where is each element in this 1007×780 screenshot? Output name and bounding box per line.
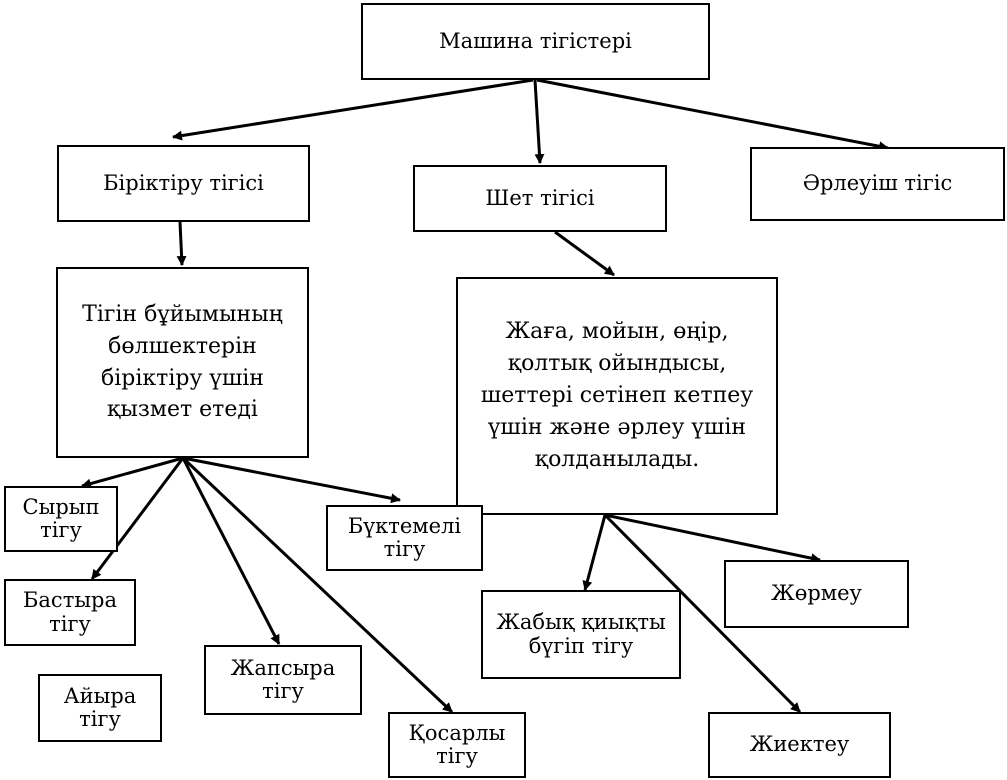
zhapsyra-stitch-label: Жапсыра тігу: [230, 655, 336, 703]
arrow-edgedesc-to-zhormeu: [604, 513, 821, 564]
arrow-desc-to-syryp: [81, 456, 184, 489]
arrow-root-to-joining: [172, 78, 534, 141]
zhormeu-stitch-node: Жөрмеу: [724, 560, 909, 628]
aiyra-stitch-node: Айыра тігу: [38, 674, 162, 742]
arrow-desc-to-buktemeli: [182, 456, 401, 504]
bastyra-stitch-label: Бастыра тігу: [22, 588, 117, 636]
arrow-root-to-edge: [533, 79, 545, 164]
arrow-edgedesc-to-zhiekteu: [603, 513, 802, 714]
joining-stitch-label: Біріктіру тігісі: [103, 170, 264, 195]
joining-stitch-node: Біріктіру тігісі: [57, 145, 310, 222]
arrow-desc-to-zhapsyra: [181, 457, 281, 645]
zhiekteu-stitch-node: Жиектеу: [708, 712, 891, 778]
arrow-root-to-decorative: [536, 78, 889, 152]
qosarly-stitch-label: Қосарлы тігу: [408, 720, 506, 768]
decorative-stitch-node: Әрлеуіш тігіс: [750, 147, 1005, 221]
buktemeli-stitch-label: Бүктемелі тігу: [347, 513, 462, 561]
arrow-desc-to-bastyra: [90, 457, 185, 580]
joining-description-node: Тігін бұйымының бөлшектерін біріктіру үш…: [56, 267, 309, 458]
arrow-joining-to-desc: [176, 221, 187, 266]
edge-description-node: Жаға, мойын, өңір, қолтық ойындысы, шетт…: [456, 277, 778, 515]
zhiekteu-stitch-label: Жиектеу: [749, 732, 850, 757]
root-node-label: Машина тігістері: [439, 28, 632, 53]
arrow-desc-to-qosarly: [181, 456, 454, 714]
arrow-edgedesc-to-zhabyq: [582, 514, 607, 591]
edge-stitch-node: Шет тігісі: [413, 165, 667, 232]
syryp-stitch-node: Сырып тігу: [4, 486, 118, 552]
root-node: Машина тігістері: [361, 3, 710, 80]
arrow-edge-to-desc: [554, 230, 615, 277]
bastyra-stitch-node: Бастыра тігу: [4, 579, 136, 646]
zhabyq-stitch-node: Жабық қиықты бүгіп тігу: [481, 590, 681, 679]
zhormeu-stitch-label: Жөрмеу: [771, 581, 862, 606]
edge-stitch-label: Шет тігісі: [485, 185, 595, 210]
zhapsyra-stitch-node: Жапсыра тігу: [204, 645, 362, 715]
joining-description-text: Тігін бұйымының бөлшектерін біріктіру үш…: [82, 301, 283, 423]
buktemeli-stitch-node: Бүктемелі тігу: [326, 505, 483, 571]
syryp-stitch-label: Сырып тігу: [22, 494, 100, 542]
decorative-stitch-label: Әрлеуіш тігіс: [802, 171, 953, 196]
edge-description-text: Жаға, мойын, өңір, қолтық ойындысы, шетт…: [480, 319, 754, 472]
aiyra-stitch-label: Айыра тігу: [63, 683, 137, 731]
qosarly-stitch-node: Қосарлы тігу: [388, 712, 526, 778]
zhabyq-stitch-label: Жабық қиықты бүгіп тігу: [496, 610, 666, 658]
